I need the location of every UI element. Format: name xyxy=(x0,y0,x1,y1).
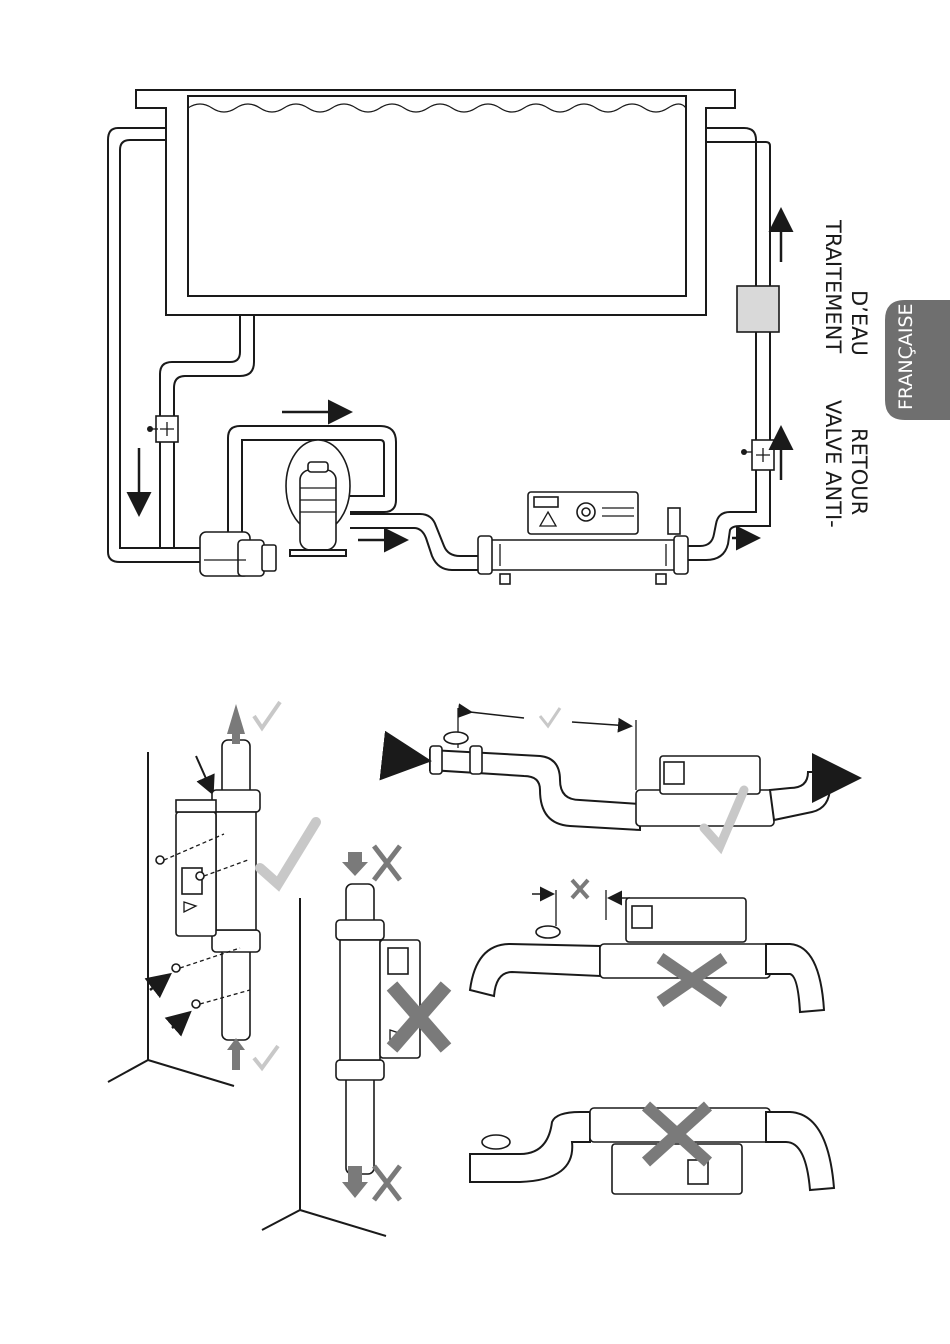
flow-arrow-up-icon xyxy=(227,1038,245,1070)
check-mark-icon xyxy=(254,1046,278,1068)
check-mark-icon xyxy=(540,708,560,726)
horizontal-mount-correct xyxy=(404,708,852,846)
water-treatment-label: TRAITEMENT D’EAU xyxy=(821,219,871,356)
pump xyxy=(200,532,276,576)
wall-mount-correct xyxy=(108,702,316,1086)
filter-to-heater-pipe xyxy=(350,514,486,570)
check-mark-icon xyxy=(254,702,280,728)
return-pipe xyxy=(706,128,779,440)
water-treatment-label-line2: D’EAU xyxy=(847,290,871,356)
cross-mark-icon xyxy=(374,846,400,880)
check-valve xyxy=(741,440,774,470)
flow-arrow-down-icon xyxy=(342,852,368,876)
check-valve-label-line2: RETOUR xyxy=(847,428,871,515)
wall-mount-wrong xyxy=(262,846,446,1236)
horizontal-mount-wrong-valve xyxy=(470,880,824,1012)
water-treatment-label-line1: TRAITEMENT xyxy=(821,219,845,353)
pool-basin xyxy=(136,90,735,315)
language-tab: FRANÇAISE xyxy=(885,300,950,420)
flow-arrow-up-icon xyxy=(227,704,245,744)
cross-mark-icon xyxy=(572,880,588,898)
horizontal-mount-wrong-inverted xyxy=(470,1106,834,1194)
pool-heater xyxy=(478,492,688,584)
suction-pipe xyxy=(108,128,254,562)
large-check-mark-icon xyxy=(260,822,316,884)
sand-filter xyxy=(286,440,350,556)
check-valve-label: VALVE ANTI- RETOUR xyxy=(821,400,871,528)
water-treatment-box xyxy=(737,286,779,332)
language-tab-label: FRANÇAISE xyxy=(895,303,917,410)
pool-circuit-diagram: TRAITEMENT D’EAU VALVE ANTI- RETOUR xyxy=(108,90,871,584)
cross-mark-icon xyxy=(374,1166,400,1200)
check-valve-label-line1: VALVE ANTI- xyxy=(821,400,845,528)
heater-outlet-pipe xyxy=(688,470,770,560)
flow-arrow-in-icon xyxy=(404,758,422,760)
